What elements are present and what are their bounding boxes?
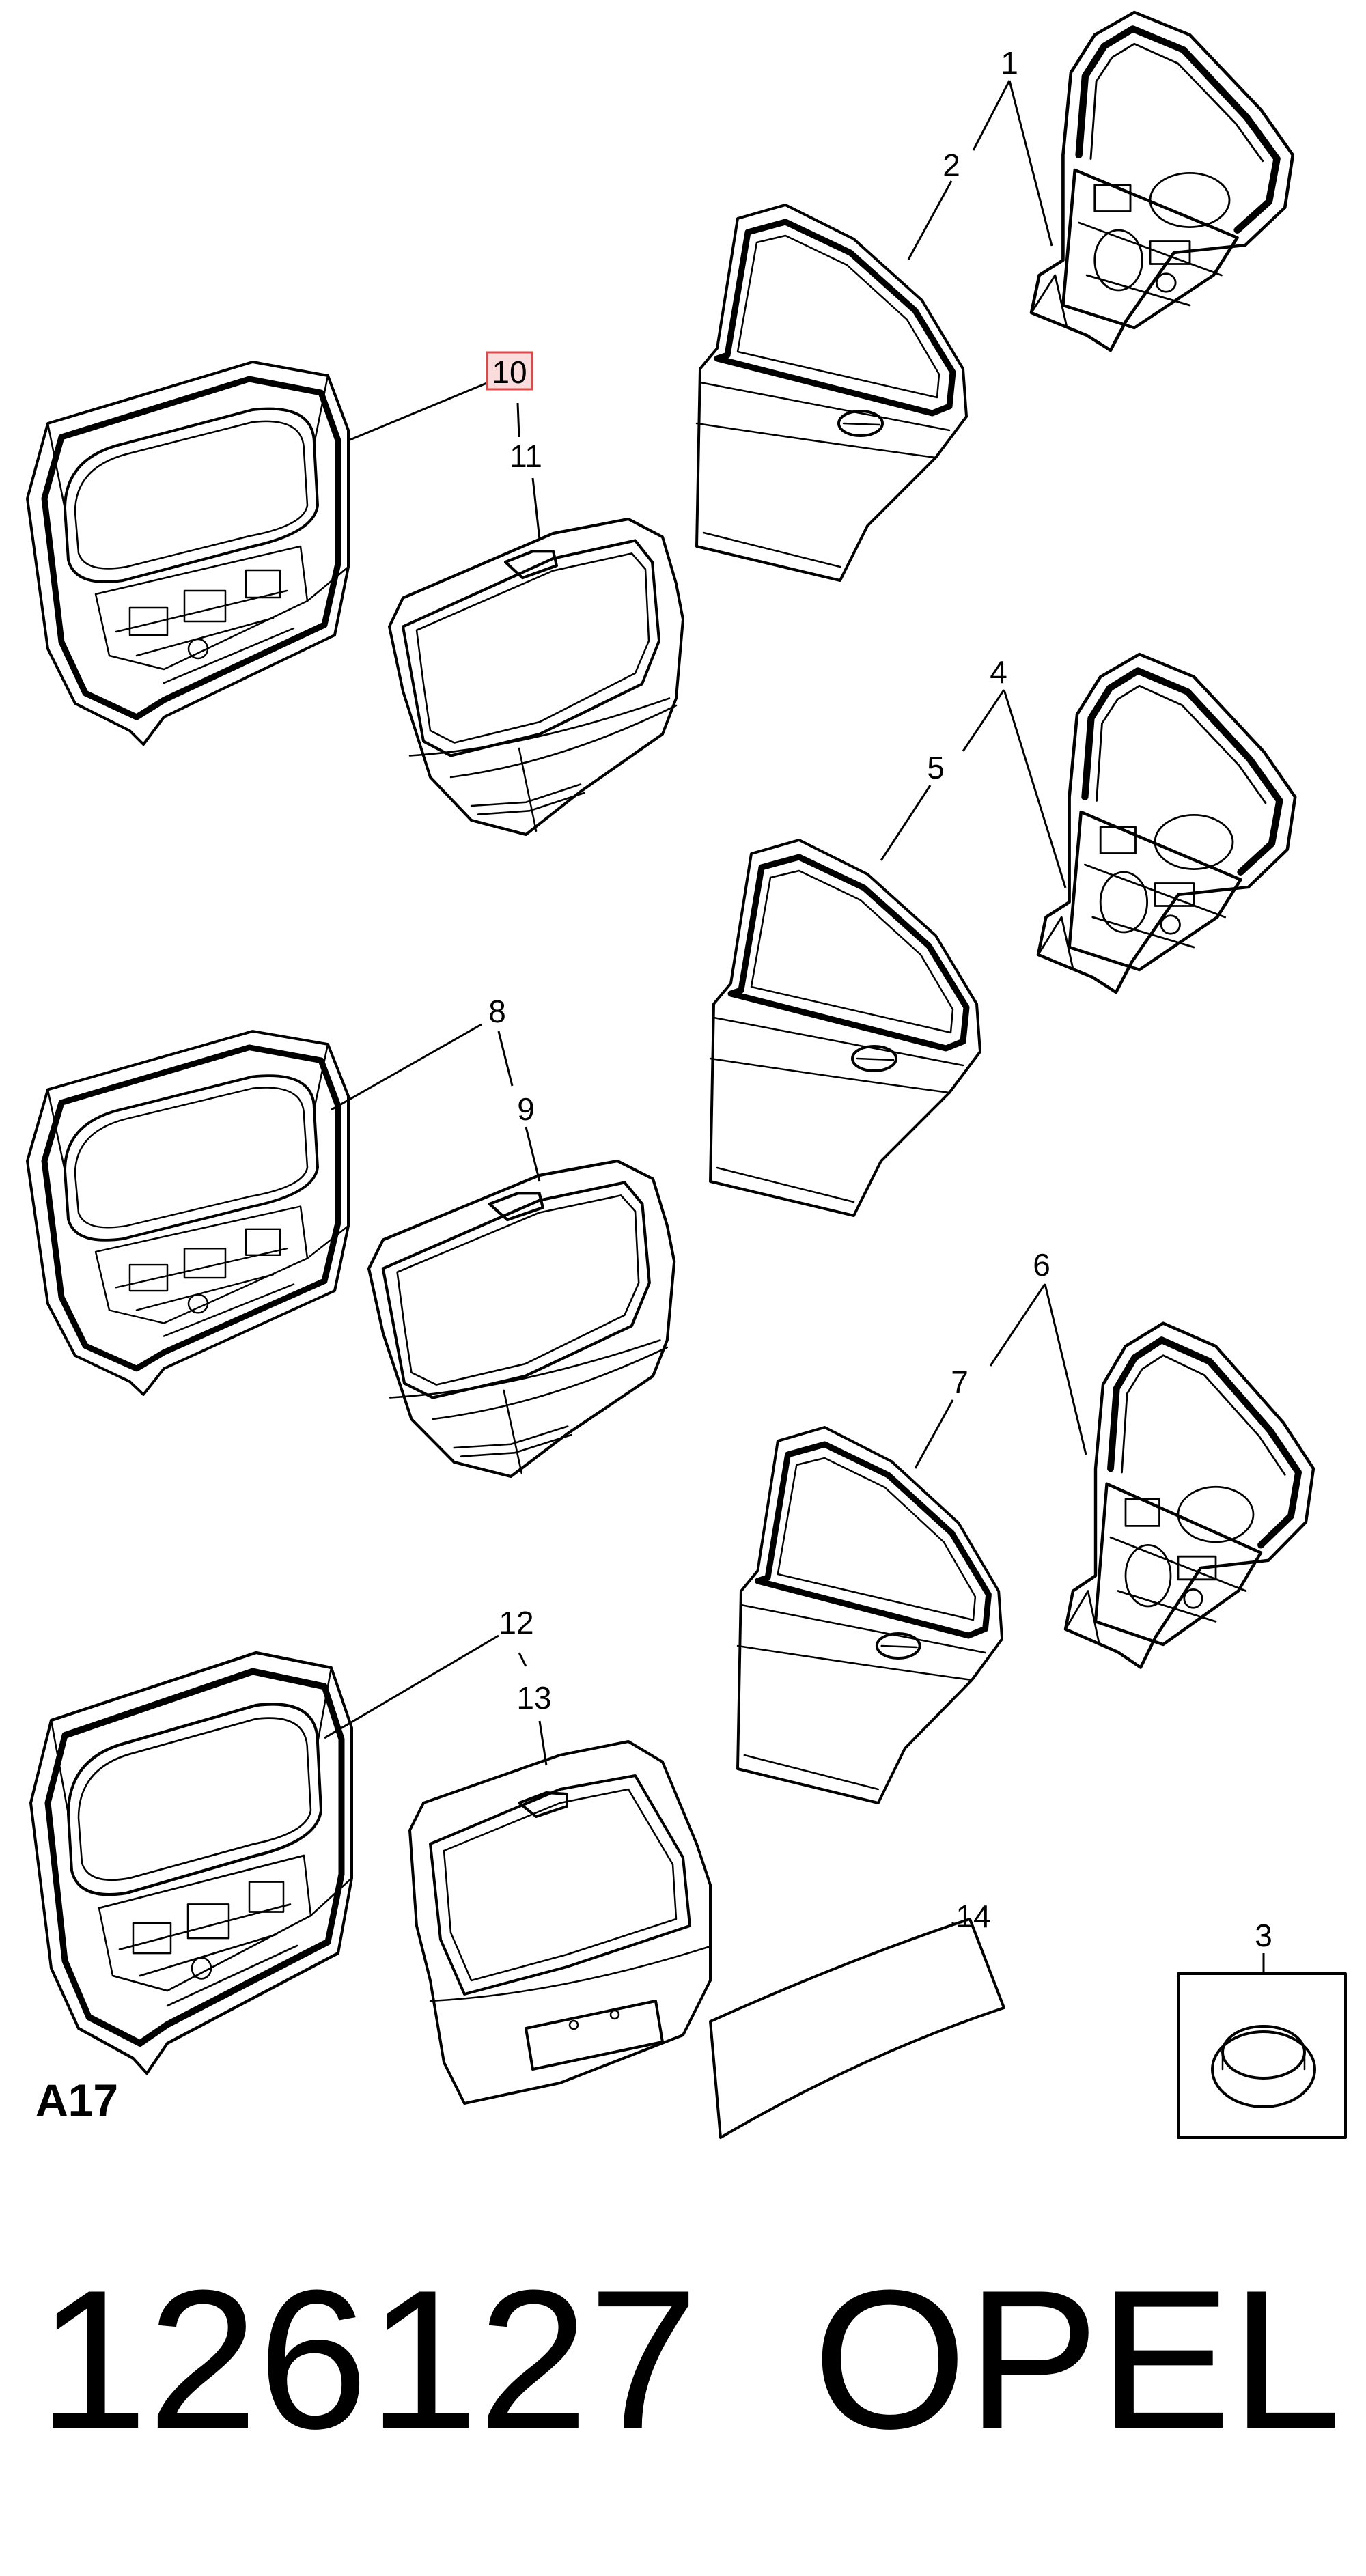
part-rear-door-frame-1 [1031, 12, 1293, 350]
part-tailgate-frame-10 [27, 362, 348, 744]
part-tailgate-panel-11 [389, 519, 683, 835]
callout-4[interactable]: 4 [990, 654, 1007, 690]
part-tailgate-frame-12 [31, 1653, 352, 2073]
part-rear-door-panel-7 [738, 1427, 1002, 1803]
callout-12[interactable]: 12 [499, 1605, 533, 1640]
part-rear-door-frame-6 [1065, 1324, 1313, 1668]
section-code: A17 [36, 2075, 118, 2125]
part-rear-window-glass-14 [709, 1918, 1005, 2139]
leader-lines [324, 80, 1265, 1974]
callout-10[interactable]: 10 [492, 354, 527, 390]
part-tailgate-panel-13 [408, 1740, 712, 2105]
callout-5[interactable]: 5 [927, 750, 945, 785]
part-rear-door-panel-2 [697, 205, 966, 580]
callout-13[interactable]: 13 [516, 1680, 551, 1716]
part-tailgate-frame-8 [27, 1031, 348, 1395]
callout-6[interactable]: 6 [1033, 1247, 1050, 1283]
callout-7[interactable]: 7 [951, 1364, 968, 1400]
part-grommet-plug-3 [1177, 1972, 1347, 2139]
callout-9[interactable]: 9 [517, 1091, 535, 1127]
callout-3[interactable]: 3 [1255, 1918, 1272, 1953]
highlight-box [486, 351, 533, 391]
callout-8[interactable]: 8 [488, 994, 506, 1029]
part-rear-door-panel-5 [710, 840, 980, 1216]
callout-labels: 10 11 1 2 4 5 8 9 6 7 12 13 14 3 [486, 45, 1272, 1953]
part-rear-door-frame-4 [1038, 654, 1295, 992]
callout-14[interactable]: 14 [956, 1899, 990, 1934]
callout-1[interactable]: 1 [1001, 45, 1018, 81]
brand-name: OPEL [813, 2249, 1341, 2470]
part-number: 126127 [38, 2249, 699, 2470]
callout-2[interactable]: 2 [943, 148, 960, 183]
callout-11[interactable]: 11 [510, 438, 542, 474]
part-tailgate-panel-9 [369, 1161, 674, 1476]
